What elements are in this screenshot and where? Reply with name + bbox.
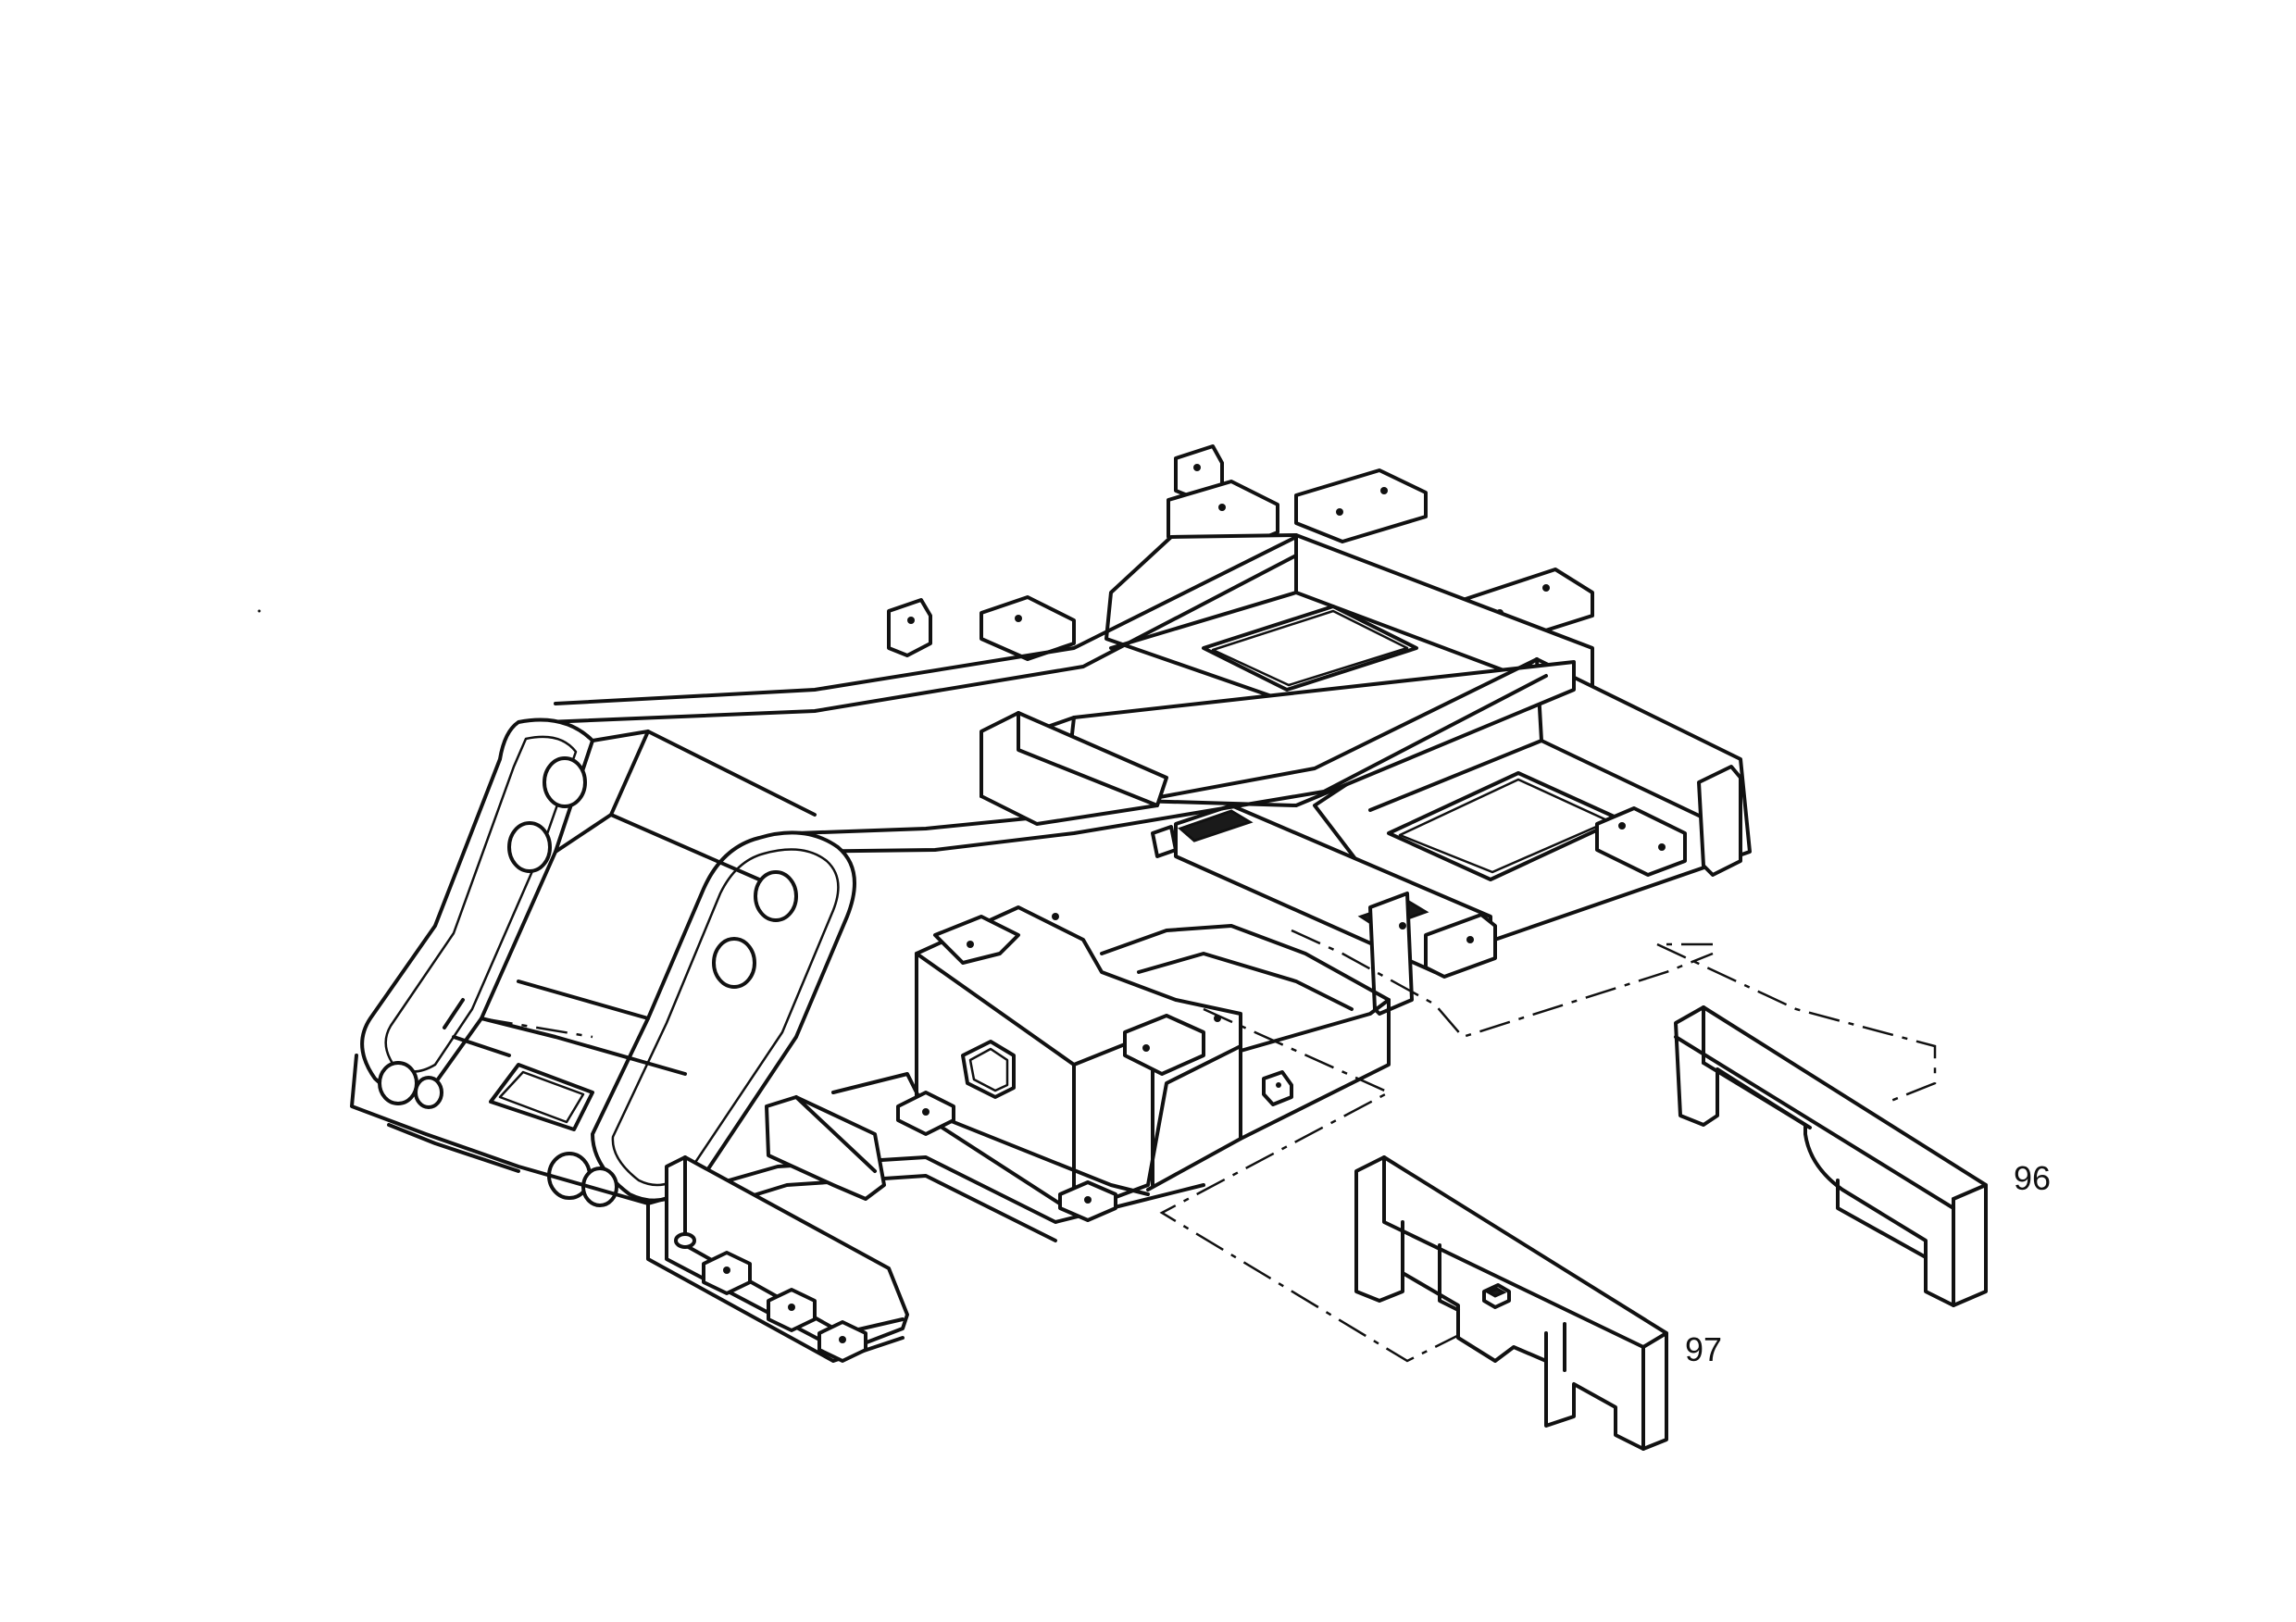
main-frame	[350, 444, 1752, 1363]
front-deck	[646, 1072, 1205, 1242]
boom-box	[350, 730, 817, 1205]
frame-centerline	[480, 1017, 593, 1039]
part-97-counterweight	[1354, 1155, 1668, 1451]
right-deck	[1313, 657, 1752, 946]
margin-mark	[257, 609, 261, 613]
center-deck	[915, 711, 1293, 1215]
callout-96: 96	[2014, 1159, 2051, 1197]
assembly-lines	[1159, 929, 1937, 1363]
front-bumper	[646, 1155, 909, 1363]
part-96-counterweight	[1674, 1005, 1988, 1307]
boom-mount-plate-left	[360, 717, 594, 1109]
callout-97: 97	[1685, 1330, 1722, 1368]
lower-deck	[1100, 924, 1391, 1192]
